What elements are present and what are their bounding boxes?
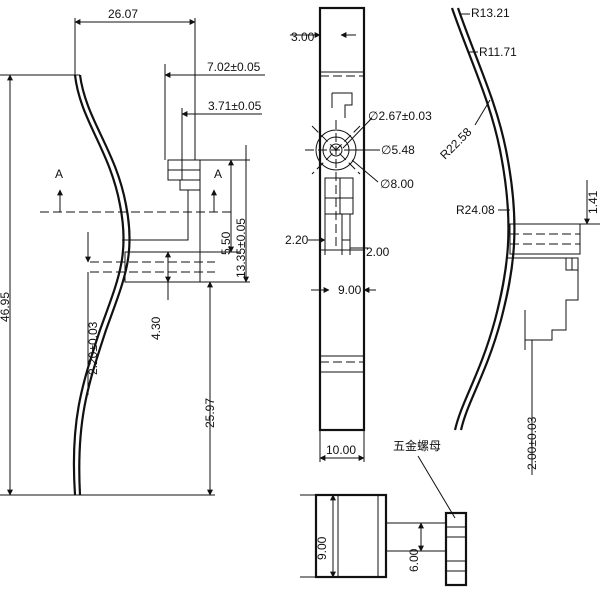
- nut-shaft: [385, 522, 447, 552]
- boss-outline: [124, 251, 201, 283]
- hole-inner-circle: [329, 143, 343, 157]
- nut-head-hatch-top: [445, 512, 467, 528]
- dim-702-label: 7.02±0.05: [207, 60, 261, 74]
- side-view: 3.00 ∅2.67±0.03 ∅5.48 ∅8.00 2.20 2.00 9.…: [285, 6, 432, 462]
- nut-body: [314, 493, 388, 579]
- right-bracket: [506, 257, 579, 341]
- nut-head: [444, 511, 468, 587]
- clip-feature: [332, 92, 353, 118]
- dim-200-side-label: 2.00: [366, 245, 390, 259]
- dim-total-height-label: 46.95: [0, 292, 12, 322]
- dia-548-label: ∅5.48: [381, 143, 415, 157]
- r2258-label: R22.58: [437, 125, 474, 162]
- nut-label: 五金螺母: [393, 438, 441, 453]
- front-curve-inner: [78, 74, 131, 496]
- right-view: R13.21 R11.71 R22.58 R24.08 1.41 2.00±0.…: [437, 6, 600, 475]
- dim-300-label: 3.00: [291, 30, 315, 44]
- leader-800: [351, 159, 379, 183]
- leader-nut-label: [417, 455, 456, 519]
- slot-upper: [324, 177, 354, 199]
- leader-267: [342, 117, 373, 149]
- front-view: A A 26.07 7.02±0.05 3.71±0.05 46.95 5.50…: [0, 7, 265, 496]
- dim-430-label: 4.30: [149, 316, 163, 340]
- dia-267-label: ∅2.67±0.03: [368, 109, 432, 123]
- bracket-top-hatch: [167, 159, 201, 171]
- section-label-left: A: [55, 167, 63, 181]
- nut-view: 五金螺母 9.00 6.00: [300, 438, 468, 587]
- dim-nut-600-label: 6.00: [407, 548, 421, 572]
- dim-nut-900-label: 9.00: [315, 536, 329, 560]
- hole-centerline-d2: [311, 125, 361, 175]
- front-curve-outer: [72, 74, 125, 496]
- right-boss: [509, 223, 581, 255]
- dim-1000-label: 10.00: [326, 443, 356, 457]
- r1171-label: R11.71: [479, 45, 517, 59]
- section-label-right: A: [214, 167, 222, 181]
- r1321-label: R13.21: [471, 6, 510, 20]
- dia-800-label: ∅8.00: [380, 177, 414, 191]
- dim-141-label: 1.41: [586, 190, 600, 214]
- right-curve-inner: [456, 7, 516, 431]
- slot-lower: [324, 197, 354, 215]
- dim-1335-label: 13.35±0.05: [234, 218, 248, 278]
- dim-371-label: 3.71±0.05: [208, 99, 262, 113]
- right-bracket-hatch: [565, 257, 579, 271]
- dim-900-label: 9.00: [338, 283, 362, 297]
- r2408-label: R24.08: [456, 203, 495, 217]
- dim-220-label: 2.20±0.03: [86, 321, 100, 375]
- dim-550-label: 5.50: [219, 231, 233, 255]
- bracket-outline: [122, 159, 201, 283]
- dim-200-right-label: 2.00±0.03: [525, 416, 539, 470]
- nut-body-hatch: [377, 494, 387, 578]
- dim-220-side-label: 2.20: [285, 233, 309, 247]
- nut-head-hatch-bottom: [445, 570, 467, 586]
- dim-top-width-label: 26.07: [108, 7, 138, 21]
- leader-r2258: [474, 99, 491, 126]
- right-curve-outer: [450, 7, 510, 431]
- dim-2597-label: 25.97: [203, 398, 217, 428]
- side-outline: [318, 6, 366, 432]
